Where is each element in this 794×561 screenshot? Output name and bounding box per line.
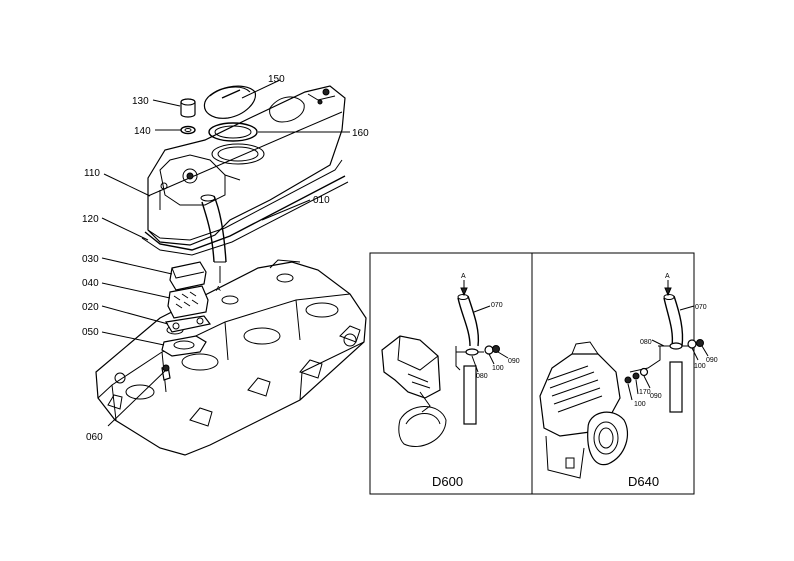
- callout-140: 140: [134, 126, 151, 137]
- d640-callout-080: 080: [640, 339, 652, 346]
- inset-d640: A 070 080 090 100 170 090 100 D640: [539, 273, 718, 489]
- main-exploded-view: 130 140 150 160 110 010 120 030 040 020 …: [82, 74, 369, 456]
- callout-020: 020: [82, 302, 99, 313]
- d600-callout-100: 100: [492, 365, 504, 372]
- callout-060: 060: [86, 432, 103, 443]
- callout-120: 120: [82, 214, 99, 225]
- d640-callout-100-lower: 100: [634, 401, 646, 408]
- d600-callout-070: 070: [491, 302, 503, 309]
- callout-130: 130: [132, 96, 149, 107]
- main-callout-labels: 130 140 150 160 110 010 120 030 040 020 …: [82, 74, 369, 443]
- inset-d600: A 070 090 100 080 D600: [381, 273, 520, 489]
- arrow-label-a: A: [216, 286, 221, 293]
- callout-040: 040: [82, 278, 99, 289]
- oil-cap-drawing: [203, 85, 256, 119]
- d640-callout-070: 070: [695, 304, 707, 311]
- o-ring-drawing: [208, 122, 258, 142]
- callout-050: 050: [82, 327, 99, 338]
- d600-callout-080: 080: [476, 373, 488, 380]
- d640-callout-090-lower: 090: [650, 393, 662, 400]
- nut-washer-drawing: [180, 98, 196, 135]
- callout-160: 160: [352, 128, 369, 139]
- callout-110: 110: [84, 168, 100, 179]
- d640-callout-170: 170: [639, 389, 651, 396]
- inset-frame: [369, 252, 695, 495]
- d640-callout-090-upper: 090: [706, 357, 718, 364]
- callout-010: 010: [313, 195, 330, 206]
- rocker-cover-drawing: [141, 85, 349, 256]
- d600-callout-090: 090: [508, 358, 520, 365]
- callout-030: 030: [82, 254, 99, 265]
- d600-arrow-label: A: [461, 273, 466, 280]
- breather-parts-drawing: [161, 261, 212, 381]
- breather-pipe-drawing: [200, 194, 227, 263]
- d600-caption: D600: [432, 474, 463, 489]
- cylinder-head-drawing: [95, 259, 367, 456]
- d640-callout-100-upper: 100: [694, 363, 706, 370]
- callout-150: 150: [268, 74, 285, 85]
- main-leader-lines: [101, 79, 350, 427]
- d640-caption: D640: [628, 474, 659, 489]
- d640-arrow-label: A: [665, 273, 670, 280]
